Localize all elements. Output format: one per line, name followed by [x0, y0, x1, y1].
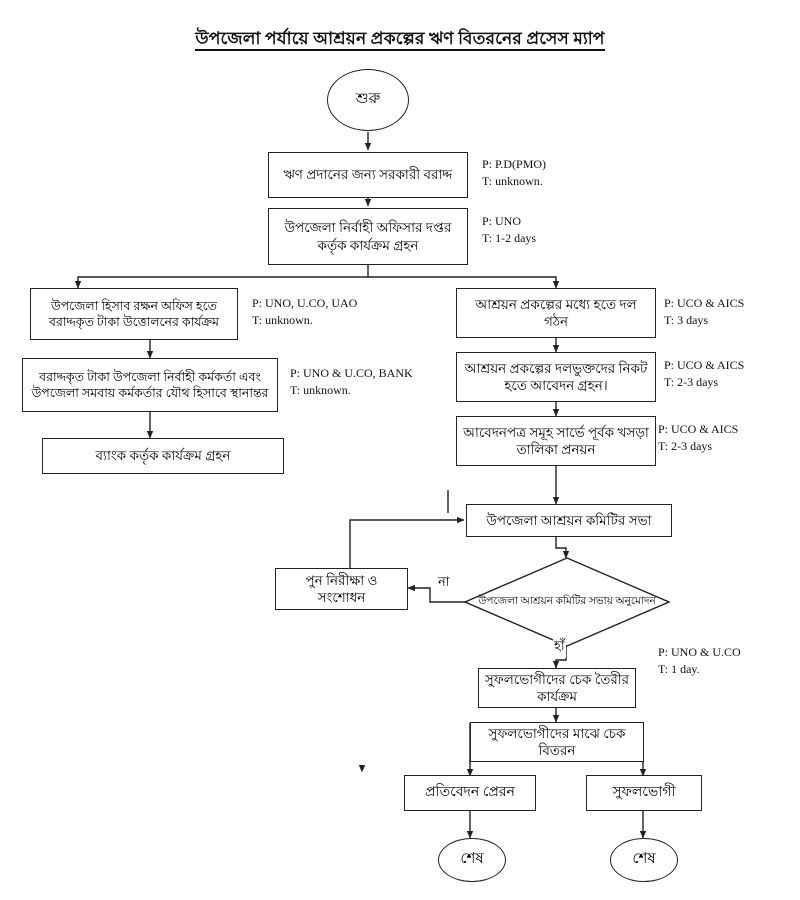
annotation-uno-office-person: P: UNO	[482, 214, 522, 228]
node-group-formation[interactable]: আশ্রয়ন প্রকল্পের মধ্যে হতে দল গঠন	[456, 288, 656, 338]
node-application-receipt[interactable]: আশ্রয়ন প্রকল্পের দলভুক্তদের নিকট হতে আব…	[456, 352, 656, 402]
page-title: উপজেলা পর্যায়ে আশ্রয়ন প্রকল্পের ঋণ বিত…	[0, 26, 800, 54]
node-end-right-label: শেষ	[632, 851, 656, 868]
node-end-left[interactable]: শেষ	[438, 838, 506, 882]
annotation-application-receipt: P: UCO & AICS T: 2-3 days	[664, 357, 744, 392]
node-reaudit[interactable]: পুন নিরীক্ষা ও সংশোধন	[275, 568, 408, 610]
node-start[interactable]: শুরু	[327, 69, 409, 131]
annotation-group-formation: P: UCO & AICS T: 3 days	[664, 295, 744, 330]
node-end-left-label: শেষ	[460, 851, 484, 868]
annotation-allocation-person: P: P.D(PMO)	[482, 157, 547, 171]
node-application-receipt-label: আশ্রয়ন প্রকল্পের দলভুক্তদের নিকট হতে আব…	[464, 360, 648, 393]
node-committee-meeting-label: উপজেলা আশ্রয়ন কমিটির সভা	[486, 512, 652, 528]
node-accounts-office-label: উপজেলা হিসাব রক্ষন অফিস হতে বরাদ্দকৃত টা…	[49, 299, 219, 329]
edge-distribution-to-report	[358, 765, 366, 773]
annotation-joint-account-time: T: unknown.	[290, 383, 351, 398]
annotation-allocation-time: T: unknown.	[482, 174, 543, 189]
annotation-joint-account: P: UNO & U.CO, BANK T: unknown.	[290, 365, 413, 400]
annotation-application-receipt-time: T: 2-3 days	[664, 375, 719, 390]
node-joint-account[interactable]: বরাদ্দকৃত টাকা উপজেলা নির্বাহী কর্মকর্তা…	[22, 358, 278, 412]
annotation-accounts-office-person: P: UNO, U.CO, UAO	[252, 296, 358, 310]
annotation-group-formation-person: P: UCO & AICS	[664, 296, 745, 310]
annotation-joint-account-person: P: UNO & U.CO, BANK	[290, 366, 413, 380]
node-report-send-label: প্রতিবেদন প্রেরন	[425, 785, 515, 801]
node-draft-list-label: আবেদনপত্র সমূহ সার্ভে পূর্বক খসড়া তালিক…	[463, 424, 649, 457]
node-approval-decision[interactable]: উপজেলা আশ্রয়ন কমিটির সভায় অনুমোদন	[463, 557, 671, 647]
node-committee-meeting[interactable]: উপজেলা আশ্রয়ন কমিটির সভা	[466, 504, 672, 537]
edge-uno-to-group	[368, 276, 560, 289]
annotation-draft-list-time: T: 2-3 days	[658, 439, 713, 454]
node-uno-office-label: উপজেলা নির্বাহী অফিসার দপ্তর কর্তৃক কার্…	[284, 220, 452, 253]
edge-label-no: না	[437, 573, 451, 594]
annotation-draft-list-person: P: UCO & AICS	[658, 422, 739, 436]
page-title-text: উপজেলা পর্যায়ে আশ্রয়ন প্রকল্পের ঋণ বিত…	[195, 29, 605, 51]
edge-label-yes: হাঁ	[553, 637, 566, 658]
edge-uno-to-accounts	[74, 265, 369, 289]
annotation-cheque-prep: P: UNO & U.CO T: 1 day.	[658, 644, 741, 679]
annotation-cheque-prep-person: P: UNO & U.CO	[658, 645, 741, 659]
node-allocation[interactable]: ঋণ প্রদানের জন্য সরকারী বরাদ্দ	[268, 152, 468, 198]
annotation-uno-office: P: UNO T: 1-2 days	[482, 213, 536, 248]
node-draft-list[interactable]: আবেদনপত্র সমূহ সার্ভে পূর্বক খসড়া তালিক…	[456, 416, 656, 466]
node-cheque-prep-label: সুফলভোগীদের চেক তৈরীর কার্যক্রম	[484, 671, 630, 704]
node-accounts-office[interactable]: উপজেলা হিসাব রক্ষন অফিস হতে বরাদ্দকৃত টা…	[30, 288, 238, 340]
node-joint-account-label: বরাদ্দকৃত টাকা উপজেলা নির্বাহী কর্মকর্তা…	[31, 370, 269, 400]
annotation-cheque-prep-time: T: 1 day.	[658, 662, 700, 677]
annotation-draft-list: P: UCO & AICS T: 2-3 days	[658, 421, 738, 456]
node-cheque-prep[interactable]: সুফলভোগীদের চেক তৈরীর কার্যক্রম	[478, 668, 636, 708]
node-end-right[interactable]: শেষ	[610, 838, 678, 882]
annotation-accounts-office-time: T: unknown.	[252, 313, 313, 328]
node-beneficiary-label: সুফলভোগী	[612, 785, 676, 801]
edge-meeting-to-decision	[555, 536, 570, 559]
node-reaudit-label: পুন নিরীক্ষা ও সংশোধন	[305, 572, 378, 605]
annotation-application-receipt-person: P: UCO & AICS	[664, 358, 745, 372]
annotation-accounts-office: P: UNO, U.CO, UAO T: unknown.	[252, 295, 357, 330]
diamond-shape	[463, 557, 671, 647]
node-cheque-distribution[interactable]: সুফলভোগীদের মাঝে চেক বিতরন	[470, 722, 644, 762]
node-allocation-label: ঋণ প্রদানের জন্য সরকারী বরাদ্দ	[283, 167, 453, 183]
node-report-send[interactable]: প্রতিবেদন প্রেরন	[404, 775, 536, 811]
annotation-uno-office-time: T: 1-2 days	[482, 231, 537, 246]
node-approval-decision-label: উপজেলা আশ্রয়ন কমিটির সভায় অনুমোদন	[478, 596, 656, 608]
node-bank-action[interactable]: ব্যাংক কর্তৃক কার্যক্রম গ্রহন	[42, 438, 284, 474]
node-bank-action-label: ব্যাংক কর্তৃক কার্যক্রম গ্রহন	[95, 448, 231, 464]
annotation-group-formation-time: T: 3 days	[664, 313, 709, 328]
node-group-formation-label: আশ্রয়ন প্রকল্পের মধ্যে হতে দল গঠন	[475, 296, 637, 329]
node-cheque-distribution-label: সুফলভোগীদের মাঝে চেক বিতরন	[488, 725, 626, 758]
node-start-label: শুরু	[355, 91, 381, 108]
edge-reaudit-to-meeting	[349, 516, 465, 568]
annotation-allocation: P: P.D(PMO) T: unknown.	[482, 156, 546, 191]
node-beneficiary[interactable]: সুফলভোগী	[586, 775, 702, 811]
node-uno-office[interactable]: উপজেলা নির্বাহী অফিসার দপ্তর কর্তৃক কার্…	[268, 208, 468, 265]
